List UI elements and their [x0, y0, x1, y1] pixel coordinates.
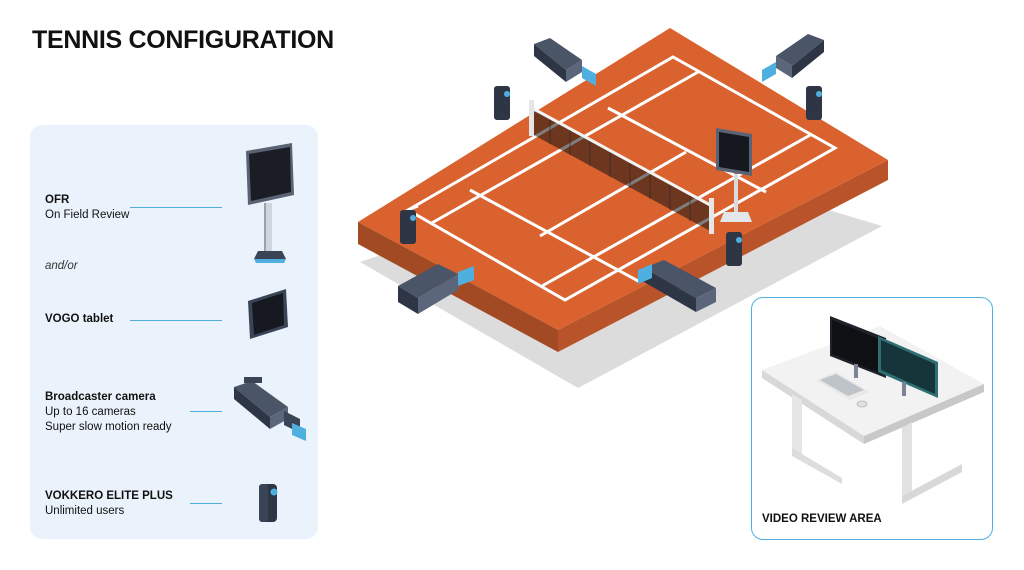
vokkero-desc: Unlimited users: [45, 505, 125, 517]
ofr-desc: On Field Review: [45, 209, 130, 221]
legend-item-ofr: OFR On Field Review: [45, 193, 129, 223]
ofr-connector: [130, 207, 222, 208]
vokkero-device-icon: [259, 484, 278, 522]
legend-item-vokkero: VOKKERO ELITE PLUS Unlimited users: [45, 489, 173, 519]
desk-icon: [762, 316, 984, 504]
ofr-name: OFR: [45, 194, 70, 206]
camera-name: Broadcaster camera: [45, 391, 156, 403]
video-review-area-label: VIDEO REVIEW AREA: [762, 513, 882, 525]
mouse-icon: [856, 400, 868, 408]
ofr-screen-icon: [246, 143, 294, 263]
camera-desc1: Up to 16 cameras: [45, 406, 136, 418]
tennis-net: [529, 100, 714, 234]
camera-connector: [190, 411, 222, 412]
legend-item-tablet: VOGO tablet: [45, 312, 113, 327]
monitor-icon: [830, 316, 938, 398]
court-ofr-screen: [716, 128, 752, 222]
vokkero-name: VOKKERO ELITE PLUS: [45, 490, 173, 502]
broadcast-camera-icon: [234, 377, 306, 441]
vokkero-connector: [190, 503, 222, 504]
keyboard-icon: [816, 372, 870, 400]
tablet-connector: [130, 320, 222, 321]
tablet-name: VOGO tablet: [45, 313, 114, 325]
legend-item-camera: Broadcaster camera Up to 16 cameras Supe…: [45, 390, 172, 435]
page-title: TENNIS CONFIGURATION: [32, 26, 334, 54]
legend-andor: and/or: [45, 260, 78, 272]
legend-panel: OFR On Field Review and/or VOGO tablet B…: [30, 125, 318, 539]
court-vokkero-devices: [400, 86, 822, 266]
video-review-area-panel: VIDEO REVIEW AREA: [751, 297, 993, 540]
tablet-icon: [248, 289, 288, 339]
camera-desc2: Super slow motion ready: [45, 421, 172, 433]
court-cameras: [398, 34, 824, 314]
